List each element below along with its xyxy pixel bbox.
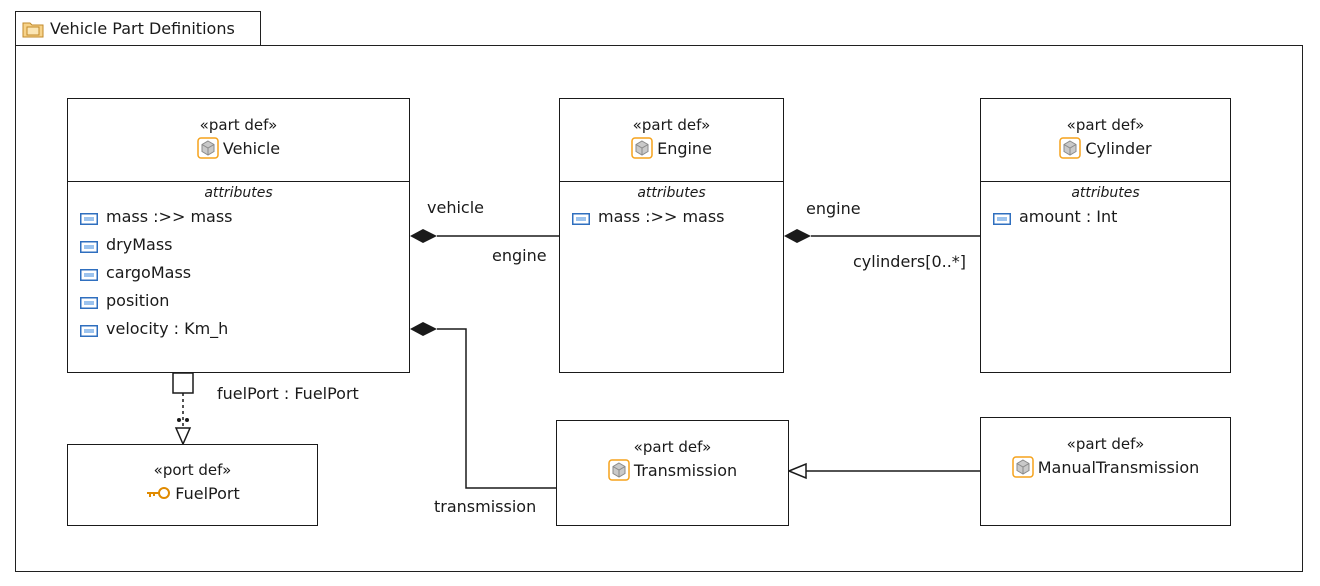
node-name: Transmission [633,460,738,480]
compartment-title: attributes [204,185,273,201]
attribute-icon [80,238,98,253]
typing-dot [185,418,189,422]
edge-label-engine: engine [806,199,861,218]
attribute-row[interactable]: mass :>> mass [560,202,783,230]
node-engine[interactable]: «part def» Engine attributes mass :>> ma… [559,98,784,373]
attributes-compartment: attributes mass :>> mass [560,181,783,230]
typing-dot [177,418,181,422]
attribute-icon [80,210,98,225]
edge-label-engine-role: engine [492,246,547,265]
attribute-label: mass :>> mass [598,206,725,226]
port-key-icon [145,482,171,504]
stereotype-label: «part def» [633,438,712,456]
generalization-arrow-icon [787,462,807,480]
node-name: Engine [657,138,712,158]
edge-vehicle-transmission[interactable] [437,328,556,489]
compartment-title: attributes [1071,185,1140,201]
port-label: fuelPort : FuelPort [217,384,359,403]
package-tab[interactable]: Vehicle Part Definitions [15,11,261,45]
typing-arrow-icon [174,427,192,446]
attribute-label: mass :>> mass [106,206,233,226]
attribute-label: velocity : Km_h [106,318,229,338]
compartment-title: attributes [637,185,706,201]
node-vehicle[interactable]: «part def» Vehicle attributes mass :>> m… [67,98,410,373]
stereotype-label: «part def» [1066,116,1145,134]
part-cube-icon [631,137,653,159]
diagram-canvas [15,45,1303,572]
part-cube-icon [1059,137,1082,159]
port-square[interactable] [172,372,194,394]
node-transmission[interactable]: «part def» Transmission [556,420,789,526]
composition-diamond-icon [784,229,811,243]
part-cube-icon [1012,456,1034,478]
attribute-label: cargoMass [106,262,192,282]
edge-label-cylinders: cylinders[0..*] [853,252,967,271]
attribute-icon [80,266,98,281]
folder-icon [22,20,44,38]
attribute-icon [80,322,98,337]
package-title: Vehicle Part Definitions [50,19,235,38]
composition-diamond-icon [410,229,437,243]
stereotype-label: «port def» [153,461,232,479]
composition-diamond-icon [410,322,437,336]
attributes-compartment: attributes amount : Int [981,181,1230,230]
attribute-row[interactable]: amount : Int [981,202,1230,230]
attribute-row[interactable]: dryMass [68,230,409,258]
attribute-label: dryMass [106,234,173,254]
stereotype-label: «part def» [199,116,278,134]
attribute-icon [80,294,98,309]
attributes-compartment: attributes mass :>> mass dryMass cargoMa… [68,181,409,342]
stereotype-label: «part def» [632,116,711,134]
node-name: ManualTransmission [1037,457,1200,477]
node-name: FuelPort [175,483,240,503]
node-fuelport[interactable]: «port def» FuelPort [67,444,318,526]
stereotype-label: «part def» [1066,435,1145,453]
attribute-row[interactable]: mass :>> mass [68,202,409,230]
node-cylinder[interactable]: «part def» Cylinder attributes amount : … [980,98,1231,373]
node-manual-transmission[interactable]: «part def» ManualTransmission [980,417,1231,526]
attribute-icon [572,210,590,225]
attribute-icon [993,210,1011,225]
node-name: Cylinder [1085,138,1152,158]
attribute-row[interactable]: velocity : Km_h [68,314,409,342]
attribute-label: position [106,290,170,310]
edge-label-vehicle: vehicle [427,198,484,217]
edge-label-transmission: transmission [434,497,537,516]
part-cube-icon [197,137,219,159]
attribute-row[interactable]: cargoMass [68,258,409,286]
attribute-label: amount : Int [1019,206,1118,226]
node-name: Vehicle [222,138,281,158]
attribute-row[interactable]: position [68,286,409,314]
part-cube-icon [608,459,630,481]
